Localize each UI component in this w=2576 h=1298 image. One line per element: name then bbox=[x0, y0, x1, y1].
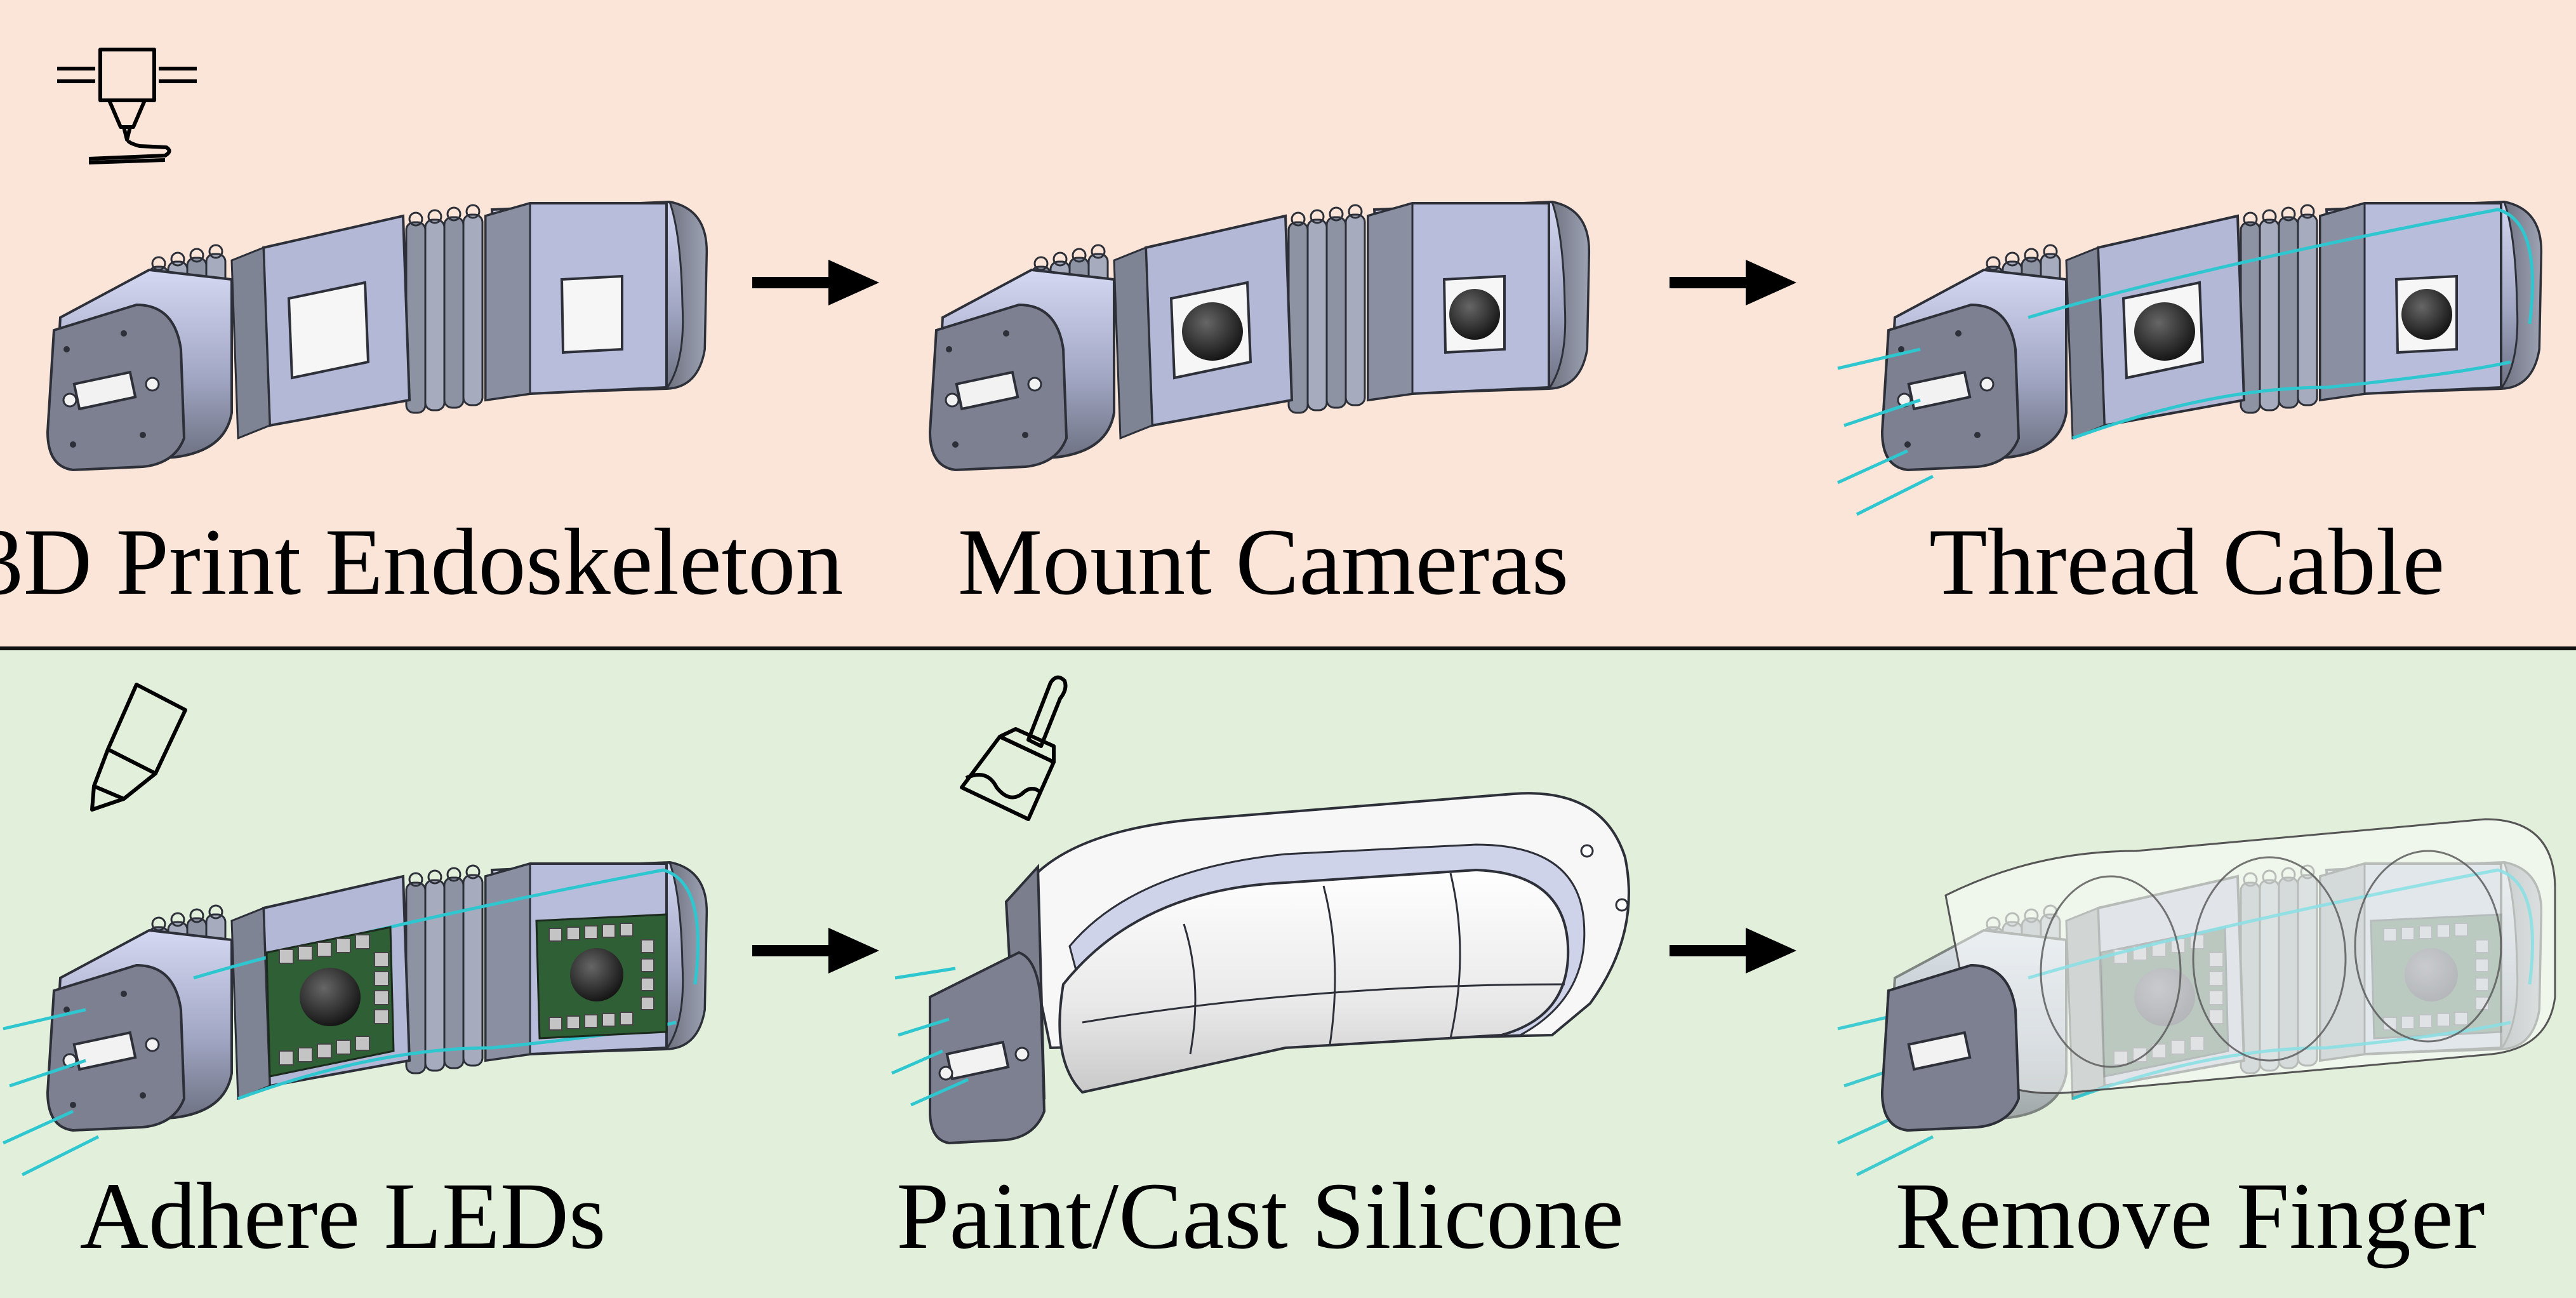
finger-removed-illustration bbox=[1838, 818, 2556, 1175]
finger-silicone-cast-illustration bbox=[891, 792, 1630, 1145]
step-label-leds: Adhere LEDs bbox=[79, 1163, 606, 1269]
3d-printer-icon bbox=[57, 48, 197, 164]
finger-with-cables-illustration bbox=[1838, 201, 2543, 514]
step-label-cameras: Mount Cameras bbox=[957, 509, 1569, 615]
step-label-silicone: Paint/Cast Silicone bbox=[896, 1163, 1624, 1269]
arrow-right-icon bbox=[1670, 928, 1796, 974]
step-label-print: 3D Print Endoskeleton bbox=[0, 509, 844, 615]
arrow-right-icon bbox=[752, 928, 879, 974]
finger-with-leds-illustration bbox=[3, 861, 708, 1175]
arrow-right-icon bbox=[752, 260, 879, 305]
glue-bottle-icon bbox=[90, 683, 187, 812]
panel-divider bbox=[0, 646, 2576, 650]
finger-with-cameras-illustration bbox=[929, 201, 1591, 471]
step-label-remove: Remove Finger bbox=[1895, 1163, 2485, 1269]
step-label-cable: Thread Cable bbox=[1929, 509, 2445, 615]
paint-brush-icon bbox=[960, 675, 1068, 821]
finger-endoskeleton-illustration bbox=[46, 201, 708, 471]
arrow-right-icon bbox=[1670, 260, 1796, 305]
